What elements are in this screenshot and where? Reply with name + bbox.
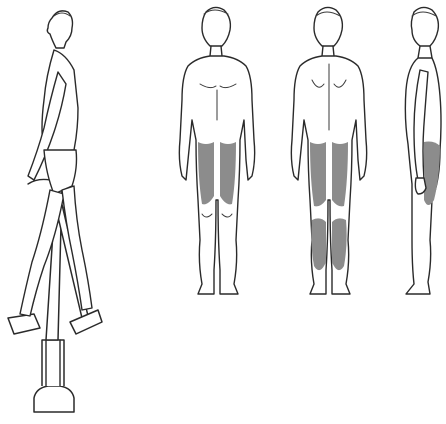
back-view-head <box>314 7 342 46</box>
anatomy-side-view <box>405 7 441 294</box>
side-view-thigh-muscle <box>424 142 440 206</box>
elliptical-trainer-figure <box>8 11 102 412</box>
side-view-head <box>411 7 438 46</box>
anatomy-back-view <box>291 7 366 294</box>
figure-head <box>47 11 72 48</box>
pedal-left <box>8 314 40 334</box>
anatomy-front-view <box>179 7 254 294</box>
back-view-calf-left <box>311 218 326 270</box>
machine-base <box>34 386 74 412</box>
side-view-hand <box>415 178 426 194</box>
back-view-calf-right <box>332 218 347 270</box>
